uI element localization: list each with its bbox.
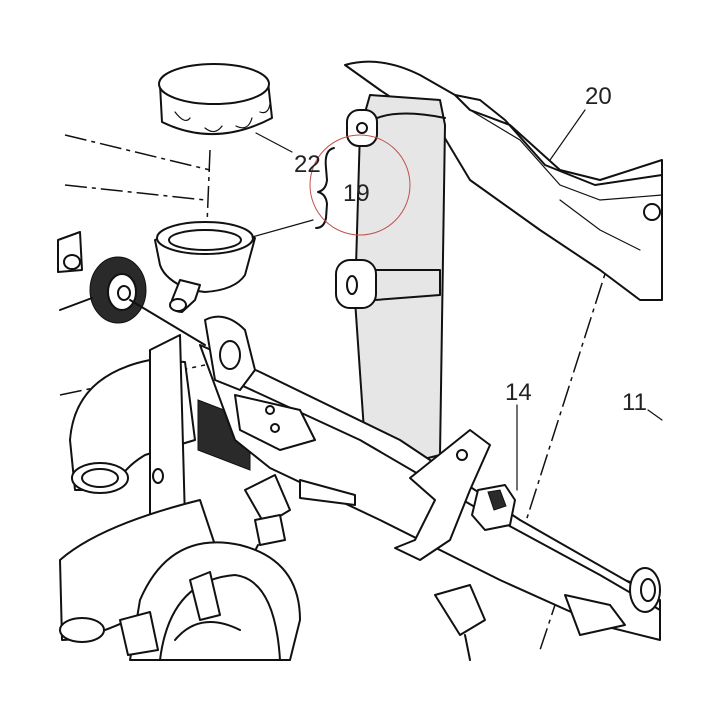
filler-neck-19: [154, 221, 256, 313]
hose-stub-left: [57, 231, 83, 273]
wiring-connectors: [234, 474, 486, 661]
label-19: 19: [343, 180, 370, 207]
shroud-mount-top: [346, 109, 378, 147]
leader-lines: [251, 109, 663, 491]
cover-panel-20: [344, 60, 663, 301]
leader-20: [549, 109, 586, 161]
shroud-hole-mid: [346, 275, 358, 295]
label-11: 11: [622, 389, 647, 416]
axis-cap-left: [64, 134, 211, 171]
filler-cap-22: [158, 63, 273, 136]
label-14: 14: [505, 379, 532, 406]
leader-11: [647, 409, 663, 421]
grommet-wheel: [59, 256, 206, 346]
leader-19: [251, 219, 314, 238]
axis-neck-left: [64, 184, 206, 201]
panel-hole: [643, 203, 661, 221]
label-22: 22: [294, 151, 321, 178]
fan-housing: [119, 541, 301, 661]
axis-clip-14: [519, 179, 636, 541]
cross-bracket: [199, 315, 661, 641]
shroud-panel: [335, 94, 446, 461]
label-20: 20: [585, 83, 612, 110]
radiator-assembly: [59, 334, 251, 643]
shroud-hole-top: [356, 122, 368, 134]
clip-14: [471, 484, 516, 531]
highlight-circle-19: [309, 134, 411, 236]
leader-22: [255, 132, 293, 153]
brace-22-19: [315, 147, 335, 229]
